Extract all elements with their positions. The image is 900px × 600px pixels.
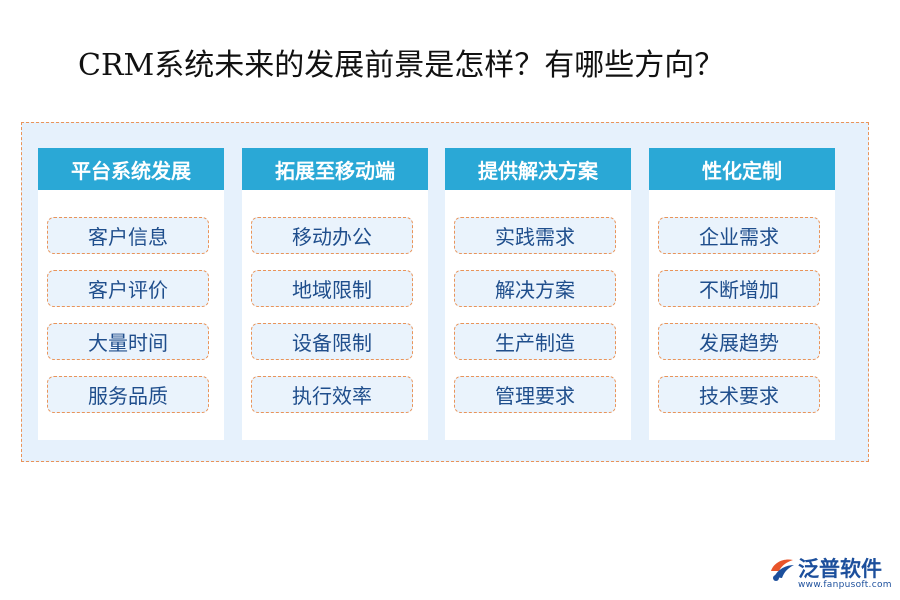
list-item: 移动办公 (251, 217, 413, 254)
column-header: 拓展至移动端 (242, 148, 428, 190)
column-solutions: 提供解决方案 实践需求 解决方案 生产制造 管理要求 (445, 148, 631, 440)
list-item: 技术要求 (658, 376, 820, 413)
brand-url: www.fanpusoft.com (798, 580, 892, 590)
column-mobile: 拓展至移动端 移动办公 地域限制 设备限制 执行效率 (242, 148, 428, 440)
column-header: 提供解决方案 (445, 148, 631, 190)
list-item: 客户信息 (47, 217, 209, 254)
list-item: 客户评价 (47, 270, 209, 307)
brand-watermark: 泛普软件 www.fanpusoft.com (768, 553, 892, 595)
list-item: 发展趋势 (658, 323, 820, 360)
list-item: 执行效率 (251, 376, 413, 413)
page-title: CRM系统未来的发展前景是怎样？有哪些方向？ (78, 48, 725, 83)
fanpu-logo-icon (771, 559, 794, 581)
list-item: 解决方案 (454, 270, 616, 307)
list-item: 设备限制 (251, 323, 413, 360)
column-header: 平台系统发展 (38, 148, 224, 190)
list-item: 大量时间 (47, 323, 209, 360)
list-item: 管理要求 (454, 376, 616, 413)
brand-name: 泛普软件 (798, 557, 882, 581)
list-item: 生产制造 (454, 323, 616, 360)
list-item: 服务品质 (47, 376, 209, 413)
list-item: 不断增加 (658, 270, 820, 307)
list-item: 实践需求 (454, 217, 616, 254)
column-platform-system: 平台系统发展 客户信息 客户评价 大量时间 服务品质 (38, 148, 224, 440)
diagram-panel: 平台系统发展 客户信息 客户评价 大量时间 服务品质 拓展至移动端 移动办公 地… (21, 122, 869, 462)
list-item: 地域限制 (251, 270, 413, 307)
column-header: 性化定制 (649, 148, 835, 190)
list-item: 企业需求 (658, 217, 820, 254)
column-customization: 性化定制 企业需求 不断增加 发展趋势 技术要求 (649, 148, 835, 440)
